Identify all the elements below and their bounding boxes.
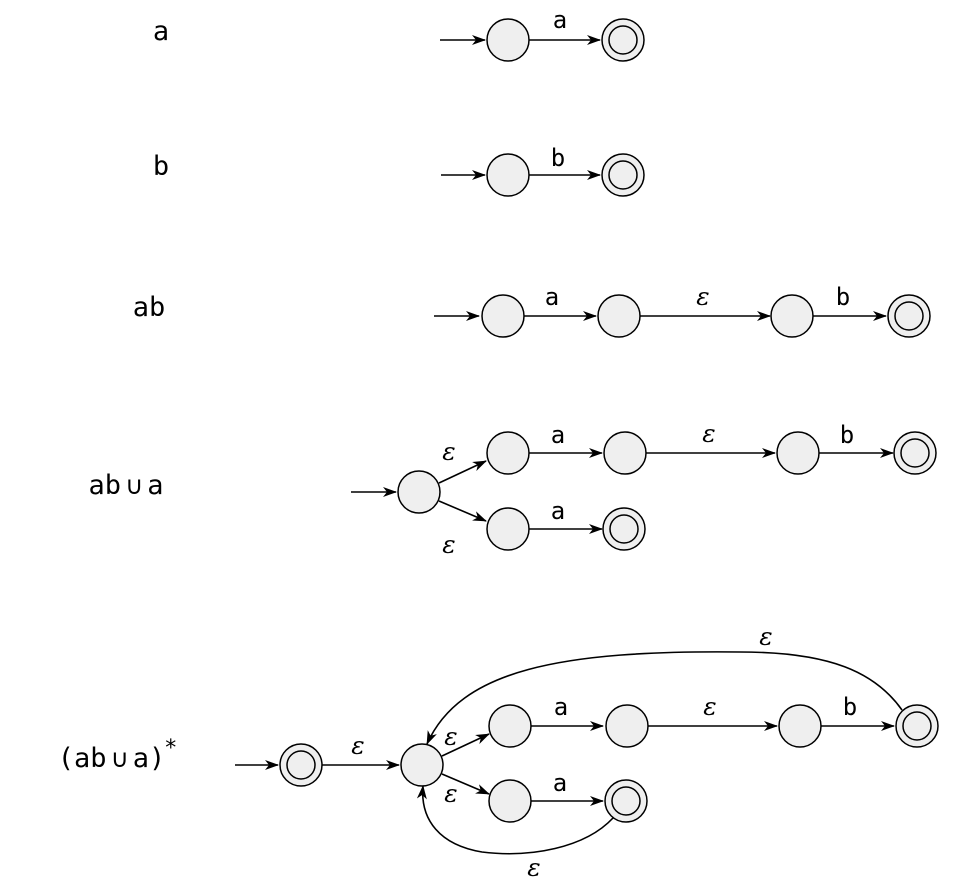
accept-state <box>602 507 646 551</box>
transition-label: ε <box>702 419 715 448</box>
state <box>486 431 530 475</box>
accept-state <box>601 18 645 62</box>
transition-label: a <box>554 693 568 721</box>
accept-state <box>895 704 939 748</box>
row-a: a a <box>153 6 645 62</box>
start-state <box>397 470 441 514</box>
accept-state <box>601 153 645 197</box>
transition-label: ε <box>442 530 455 559</box>
transition-label: ε <box>444 779 457 808</box>
transition-label: a <box>545 283 559 311</box>
accept-state-ring <box>894 301 924 331</box>
row-ab-union-a: ab∪a ε a ε b ε a <box>88 419 937 559</box>
row-star: (ab∪a)* ε ε a ε b ε ε a ε <box>58 622 939 882</box>
transition-label: a <box>553 769 567 797</box>
accept-state <box>604 779 648 823</box>
state <box>488 779 532 823</box>
transition-label: b <box>836 283 850 311</box>
transition-edge <box>438 460 487 484</box>
state <box>770 294 814 338</box>
loop-back-edge <box>416 785 614 855</box>
state <box>488 704 532 748</box>
transition-label: ε <box>527 853 540 882</box>
accept-state-ring <box>286 750 316 780</box>
row-4-expression: ab∪a <box>88 470 163 501</box>
accept-state-ring <box>609 514 639 544</box>
row-1-expression: a <box>153 16 169 47</box>
hub-state <box>400 743 444 787</box>
state <box>605 704 649 748</box>
transition-label: ε <box>442 437 455 466</box>
transition-label: a <box>551 421 565 449</box>
accept-state-ring <box>608 25 638 55</box>
loop-back-edge <box>426 651 903 745</box>
transition-label: ε <box>759 622 772 651</box>
row-ab: ab a ε b <box>133 282 931 338</box>
state <box>486 507 530 551</box>
row-5-expression: (ab∪a)* <box>58 736 177 774</box>
transition-label: a <box>553 6 567 34</box>
start-state <box>481 294 525 338</box>
accept-state <box>893 431 937 475</box>
accept-state-ring <box>900 438 930 468</box>
transition-label: b <box>840 421 854 449</box>
state <box>597 294 641 338</box>
accept-state-ring <box>611 786 641 816</box>
transition-edge <box>438 500 487 522</box>
transition-label: ε <box>351 731 364 760</box>
state <box>778 704 822 748</box>
accept-state <box>887 294 931 338</box>
accept-state-ring <box>902 711 932 741</box>
row-2-expression: b <box>153 151 169 182</box>
row-b: b b <box>153 144 645 197</box>
transition-label: b <box>843 693 857 721</box>
start-state <box>486 18 530 62</box>
accept-state-ring <box>608 160 638 190</box>
transition-label: ε <box>703 692 716 721</box>
transition-label: a <box>551 497 565 525</box>
transition-edge <box>441 773 490 795</box>
row-3-expression: ab <box>133 292 166 323</box>
state <box>776 431 820 475</box>
transition-label: ε <box>444 722 457 751</box>
transition-edge <box>441 733 490 757</box>
transition-label: b <box>551 144 565 172</box>
state <box>603 431 647 475</box>
transition-label: ε <box>696 282 709 311</box>
start-state <box>486 153 530 197</box>
